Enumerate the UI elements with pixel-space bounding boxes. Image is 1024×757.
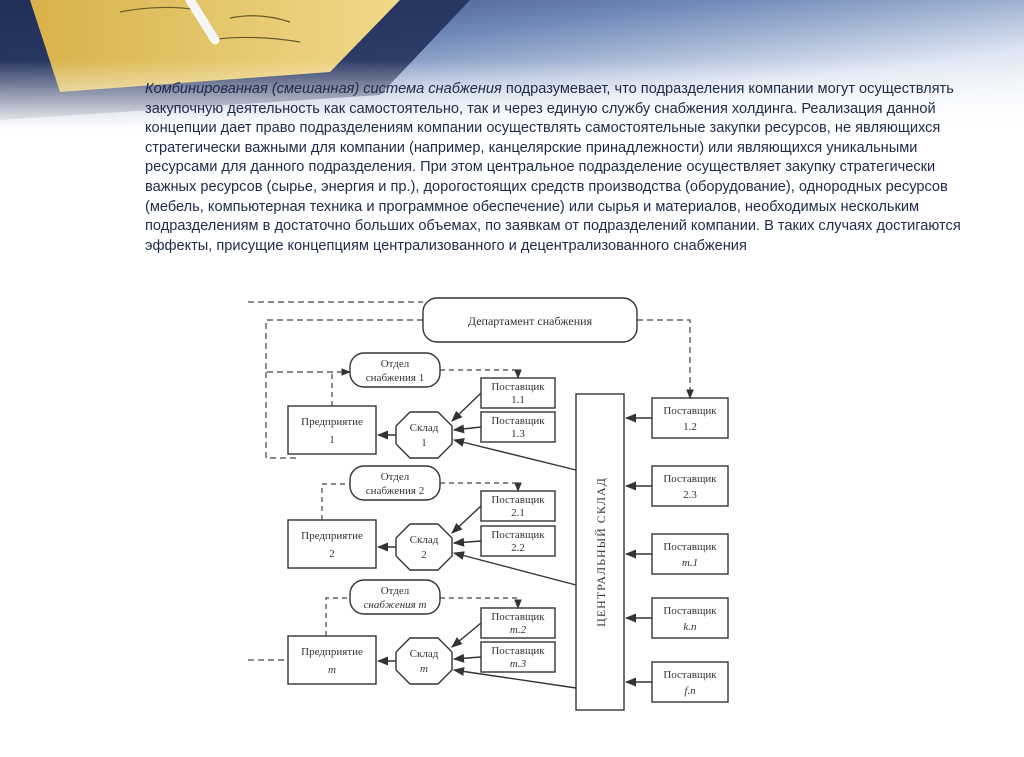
enterprise-2-box <box>287 519 377 569</box>
right-suppliers: Поставщик 1.2 Поставщик 2.3 Поставщик m.… <box>624 397 729 703</box>
supplier-f-n-line2: f.n <box>684 685 696 697</box>
background-photo <box>0 0 1024 130</box>
supplier-1-1-line2: 1.1 <box>511 394 525 406</box>
enterprise-1-line2: 1 <box>329 434 335 446</box>
supplier-1-3-line2: 1.3 <box>511 428 525 440</box>
supplier-2-1-line1: Поставщик <box>491 494 545 506</box>
enterprise-2-line2: 2 <box>329 548 335 560</box>
supplier-1-1-line1: Поставщик <box>491 381 545 393</box>
supplier-m-3-line2: m.3 <box>510 658 527 670</box>
dashed-line-dept-left <box>265 319 423 376</box>
dashed-dept-2-right <box>440 482 522 492</box>
enterprise-1-line1: Предприятие <box>301 416 363 428</box>
paragraph-body: подразумевает, что подразделения компани… <box>145 81 961 254</box>
arrow-s22-sklad-2 <box>452 537 482 547</box>
supplier-2-1-line2: 2.1 <box>511 507 525 519</box>
enterprise-m-box <box>287 635 377 685</box>
supplier-m-2-line1: Поставщик <box>491 611 545 623</box>
supplier-m-1-line1: Поставщик <box>663 541 717 553</box>
description-paragraph: Комбинированная (смешанная) система снаб… <box>145 80 985 256</box>
dashed-ent-2-up <box>321 483 350 520</box>
dashed-line-feed-2 <box>265 372 300 459</box>
dept-1-line1: Отдел <box>381 358 410 370</box>
supplier-2-2-line2: 2.2 <box>511 542 525 554</box>
supplier-k-n-line2: k.n <box>683 621 697 633</box>
enterprise-m-line2: m <box>328 664 336 676</box>
arrow-central-sklad-2 <box>452 551 577 586</box>
dept-1-line2: снабжения 1 <box>366 372 424 384</box>
dashed-dept-1-right <box>440 369 522 379</box>
sklad-1-line2: 1 <box>421 437 427 449</box>
supplier-1-2-line2: 1.2 <box>683 421 697 433</box>
arrow-sm2-sklad-m <box>451 622 482 648</box>
sklad-m-octagon <box>395 637 453 685</box>
dashed-dept-m-right <box>440 597 522 609</box>
supplier-2-3-line1: Поставщик <box>663 473 717 485</box>
group-m: Отдел снабжения m Предприятие m Склад m … <box>287 579 577 689</box>
dept-m-line1: Отдел <box>381 585 410 597</box>
central-warehouse-label: ЦЕНТРАЛЬНЫЙ СКЛАД <box>594 477 608 627</box>
supplier-2-2-line1: Поставщик <box>491 529 545 541</box>
group-2: Отдел снабжения 2 Предприятие 2 Склад 2 … <box>287 465 577 586</box>
dept-m-box <box>349 579 441 615</box>
supplier-1-3-line1: Поставщик <box>491 415 545 427</box>
arrow-s13-sklad-1 <box>452 424 482 434</box>
dashed-line-dept-right <box>637 319 694 399</box>
arrow-central-sklad-1 <box>452 438 577 471</box>
supplier-m-1-line2: m.1 <box>682 557 698 569</box>
sklad-2-line2: 2 <box>421 549 427 561</box>
sklad-1-octagon <box>395 411 453 459</box>
supplier-k-n-line1: Поставщик <box>663 605 717 617</box>
dept-2-line2: снабжения 2 <box>366 485 424 497</box>
arrow-central-sklad-m <box>452 667 577 689</box>
dept-m-line2: снабжения m <box>364 599 427 611</box>
arrow-sm3-sklad-m <box>452 653 482 663</box>
enterprise-2-line1: Предприятие <box>301 530 363 542</box>
group-1: Отдел снабжения 1 Предприятие 1 Склад 1 … <box>287 352 577 471</box>
lead-term: Комбинированная (смешанная) система снаб… <box>145 81 502 97</box>
arrow-s21-sklad-2 <box>451 505 482 534</box>
enterprise-1-box <box>287 405 377 455</box>
supplier-f-n-line1: Поставщик <box>663 669 717 681</box>
sklad-m-line1: Склад <box>410 648 439 660</box>
enterprise-m-line1: Предприятие <box>301 646 363 658</box>
supplier-m-2-line2: m.2 <box>510 624 527 636</box>
department-label: Департамент снабжения <box>468 314 593 328</box>
sklad-2-octagon <box>395 523 453 571</box>
supplier-1-2-line1: Поставщик <box>663 405 717 417</box>
sklad-2-line1: Склад <box>410 534 439 546</box>
arrow-s11-sklad-1 <box>451 392 482 422</box>
supplier-m-3-line1: Поставщик <box>491 645 545 657</box>
central-warehouse-box <box>575 393 625 711</box>
supply-system-diagram: Департамент снабжения ЦЕНТРАЛЬНЫЙ СКЛАД … <box>248 297 729 711</box>
sklad-m-line2: m <box>420 663 428 675</box>
dashed-ent-m-up <box>325 597 350 636</box>
supplier-2-3-line2: 2.3 <box>683 489 697 501</box>
sklad-1-line1: Склад <box>410 422 439 434</box>
dept-2-line1: Отдел <box>381 471 410 483</box>
